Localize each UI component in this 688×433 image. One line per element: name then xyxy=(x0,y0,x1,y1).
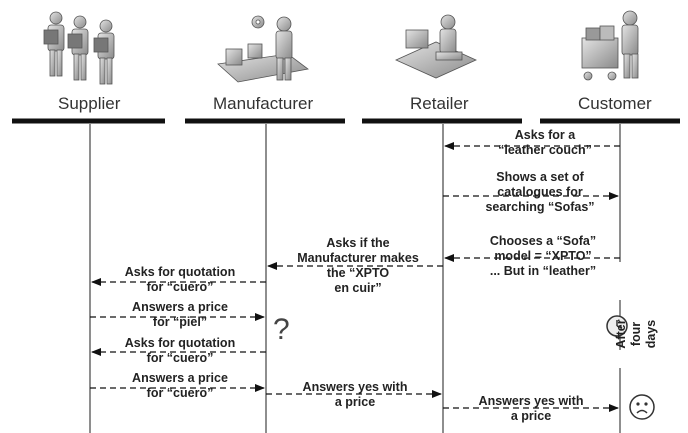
message-label: Asks for a“leather couch” xyxy=(498,128,592,157)
role-label-supplier: Supplier xyxy=(58,94,121,113)
supplier-workers-icon xyxy=(43,11,115,85)
role-label-retailer: Retailer xyxy=(410,94,469,113)
manufacturer-assembly-icon xyxy=(217,15,309,83)
message-label: Chooses a “Sofa”model = “XPTO”... But in… xyxy=(489,234,597,278)
question-mark: ? xyxy=(273,313,290,346)
role-label-customer: Customer xyxy=(578,94,652,113)
role-label-manufacturer: Manufacturer xyxy=(213,94,314,113)
retailer-desk-icon xyxy=(395,14,477,79)
clock-icon xyxy=(606,315,628,337)
sad-face-icon xyxy=(629,394,655,420)
customer-cart-icon xyxy=(581,10,639,81)
